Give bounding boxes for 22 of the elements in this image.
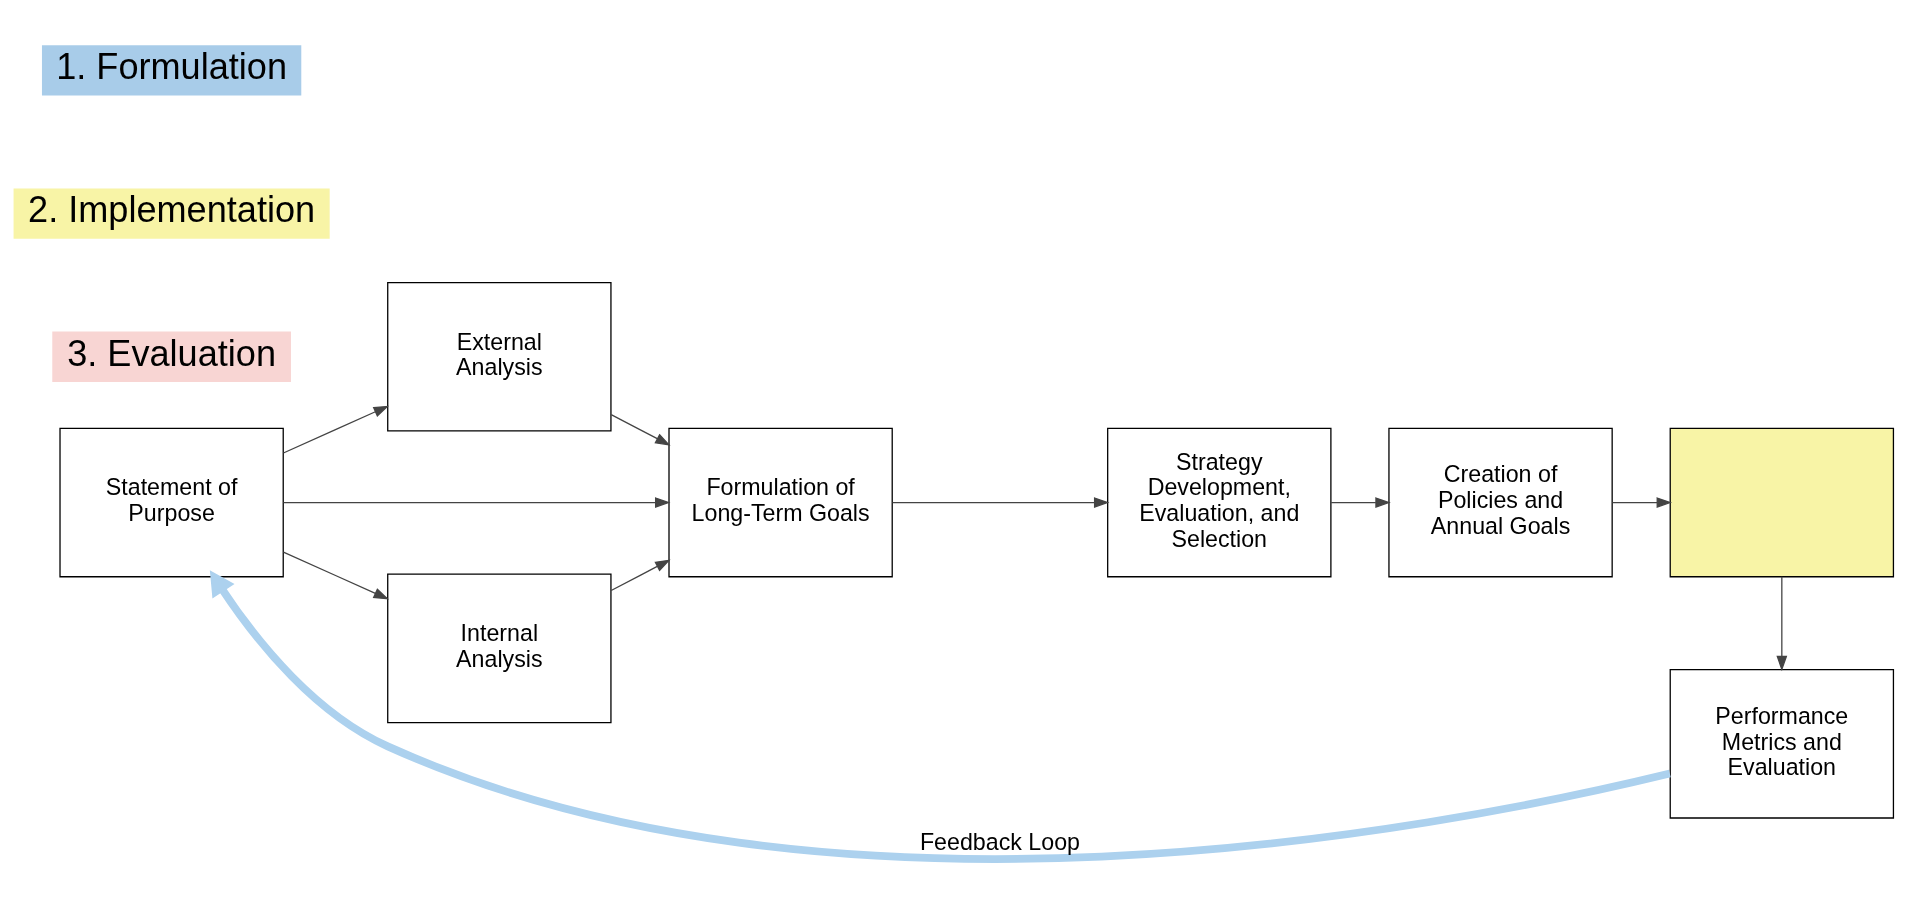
node-box: Internal Analysis xyxy=(387,573,612,723)
arrow xyxy=(282,405,390,454)
arrow xyxy=(891,496,1110,508)
node-box: Performance Metrics and Evaluation xyxy=(1669,668,1895,819)
arrow xyxy=(282,496,671,508)
arrow xyxy=(610,413,671,446)
arrow xyxy=(1330,496,1391,508)
legend-label: 2. Implementation xyxy=(28,188,316,230)
legend-label: 3. Evaluation xyxy=(67,332,277,374)
node-box xyxy=(1669,427,1895,577)
arrow xyxy=(610,558,671,591)
node-box: Strategy Development, Evaluation, and Selection xyxy=(1107,427,1332,577)
legend-label: 1. Formulation xyxy=(56,45,288,87)
node-box: Formulation of Long-Term Goals xyxy=(668,427,893,577)
arrow xyxy=(1611,496,1673,508)
arrow xyxy=(1776,575,1788,671)
edge-label: Feedback Loop xyxy=(919,828,1080,855)
arrow xyxy=(282,550,390,599)
arrow xyxy=(209,569,1671,863)
node-box: Statement of Purpose xyxy=(59,427,284,577)
node-box: External Analysis xyxy=(387,281,612,432)
node-box: Creation of Policies and Annual Goals xyxy=(1388,427,1613,577)
